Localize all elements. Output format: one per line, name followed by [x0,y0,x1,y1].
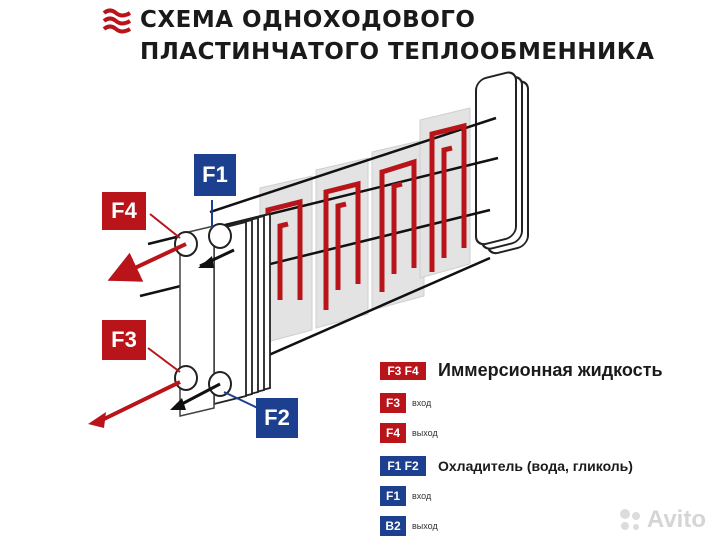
ports [174,223,232,397]
legend-tag-f1f2: F1 F2 [380,456,426,476]
back-pressure-plate [475,71,529,255]
leader-lines [147,200,263,411]
label-f2: F2 [256,398,298,438]
legend-tag-f1: F1 [380,486,406,506]
legend-tag-b2: B2 [380,516,406,536]
legend-f3-text: вход [412,398,432,408]
title-line-2: ПЛАСТИНЧАТОГО ТЕПЛООБМЕННИКА [140,39,655,65]
legend-b2-text: выход [412,521,438,531]
label-f3: F3 [102,320,146,360]
legend-f1-text: вход [412,491,432,501]
f2-arrowhead [170,398,186,410]
logo-waves-icon [102,8,132,34]
label-f1: F1 [194,154,236,196]
f2-outlet-arrow [177,382,221,408]
f3-arrowtail [88,412,106,428]
title-line-1: СХЕМА ОДНОХОДОВОГО [140,7,476,33]
avito-watermark-text: Avito [646,506,706,533]
legend-tag-f4: F4 [380,423,406,443]
exploded-plates [259,107,471,345]
f1-arrowhead [198,256,214,268]
label-f4: F4 [102,192,146,230]
f4-outlet-arrow [107,242,187,282]
legend-coolant-text: Охладитель (вода, гликоль) [438,458,633,474]
f3-inlet-arrow [101,380,181,422]
red-flow-paths [265,122,467,326]
legend-tag-f3f4: F3 F4 [380,362,426,380]
legend-immersion-text: Иммерсионная жидкость [438,360,663,380]
avito-dots-icon [619,509,640,530]
avito-watermark: Avito [617,506,706,534]
legend-tag-f3: F3 [380,393,406,413]
front-plate-pack [213,212,271,406]
legend-f4-text: выход [412,428,438,438]
page-title: СХЕМА ОДНОХОДОВОГО ПЛАСТИНЧАТОГО ТЕПЛООБ… [140,4,654,68]
